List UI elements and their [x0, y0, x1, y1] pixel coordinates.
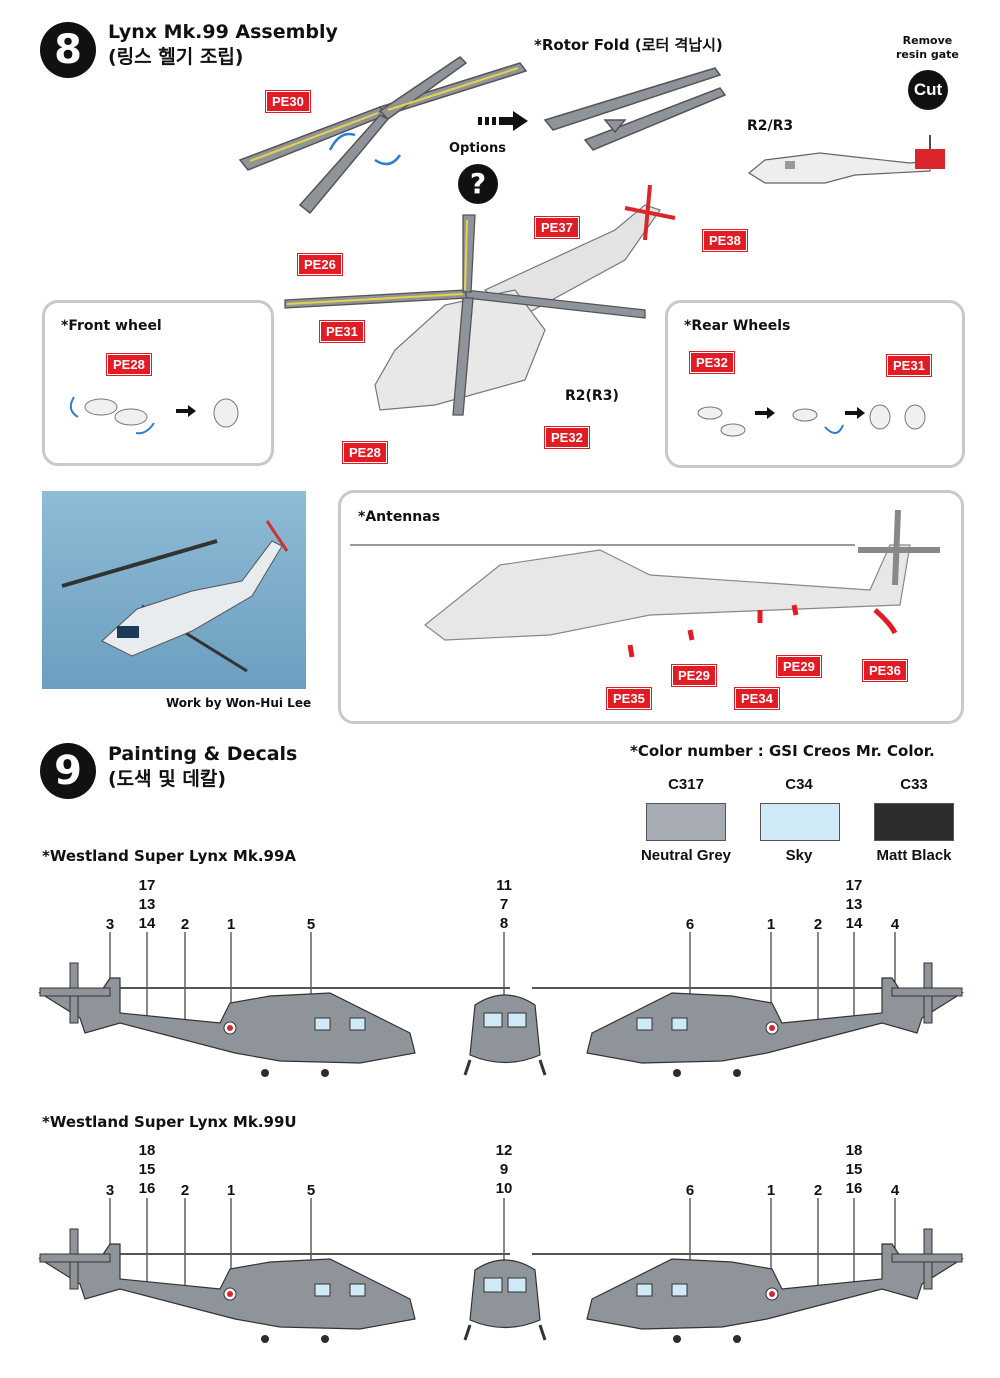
rotor-blades-folded [543, 67, 727, 151]
variant-u-title: *Westland Super Lynx Mk.99U [42, 1113, 297, 1131]
cut-icon: Cut [908, 70, 948, 110]
step-8-title: Lynx Mk.99 Assembly (링스 헬기 조립) [108, 20, 338, 70]
step-8-badge: 8 [40, 22, 96, 78]
antenna-part-tag-pe36: PE36 [863, 660, 907, 681]
color-code-c33: C33 [900, 776, 928, 793]
antenna-part-tag-pe34: PE34 [735, 688, 779, 709]
variant-a-front-view [463, 994, 547, 1076]
variant-a-left-profile [37, 962, 510, 1077]
helicopter-main-assembly [284, 184, 676, 416]
part-tag-pe31-main: PE31 [320, 321, 364, 342]
rotor-fold-label: *Rotor Fold (로터 격납시) [534, 36, 723, 54]
antenna-part-tag-pe29-a: PE29 [672, 665, 716, 686]
variant-a-left-num-stack: 17 13 14 [138, 877, 156, 932]
color-note: *Color number : GSI Creos Mr. Color. [630, 742, 935, 760]
r2r3-main-label: R2(R3) [565, 388, 619, 404]
variant-a-title: *Westland Super Lynx Mk.99A [42, 847, 297, 865]
question-mark-icon: ? [458, 164, 498, 204]
rear-wheels-part-tag-a: PE32 [690, 352, 734, 373]
step-8-title-en: Lynx Mk.99 Assembly [108, 21, 338, 43]
part-tag-pe30: PE30 [266, 91, 310, 112]
front-wheel-title: *Front wheel [61, 318, 162, 334]
variant-u-right-num-4: 4 [890, 1182, 900, 1199]
variant-u-right-num-stack: 18 15 16 [845, 1142, 863, 1197]
step-9-title-en: Painting & Decals [108, 743, 298, 765]
color-name-sky: Sky [785, 847, 813, 864]
variant-a-right-profile [532, 962, 965, 1077]
variant-a-front-nums: 11 7 8 [496, 877, 512, 932]
rotor-blades-open [238, 56, 528, 215]
rear-wheels-part-tag-b: PE31 [887, 355, 931, 376]
rear-wheels-title: *Rear Wheels [684, 318, 791, 334]
variant-a-right-num-1: 1 [766, 916, 776, 933]
color-name-neutral-grey: Neutral Grey [640, 847, 732, 864]
color-name-matt-black: Matt Black [876, 847, 952, 864]
front-wheel-diagram [69, 396, 239, 435]
part-tag-pe38: PE38 [703, 230, 747, 251]
color-swatch-matt-black [874, 803, 954, 841]
variant-a-right-num-6: 6 [685, 916, 695, 933]
step-9-title: Painting & Decals (도색 및 데칼) [108, 742, 297, 792]
variant-u-right-num-6: 6 [685, 1182, 695, 1199]
variant-a-left-num-3: 3 [105, 916, 115, 933]
step-8-title-kr: (링스 헬기 조립) [108, 46, 244, 68]
variant-a-right-num-4: 4 [890, 916, 900, 933]
variant-u-left-num-3: 3 [105, 1182, 115, 1199]
remove-gate-label: Remove resin gate [896, 34, 959, 61]
front-wheel-part-tag: PE28 [107, 354, 151, 375]
antennas-helicopter-side [350, 509, 940, 658]
variant-u-left-num-2: 2 [180, 1182, 190, 1199]
options-label: Options [449, 141, 506, 156]
rear-wheels-diagram [697, 404, 926, 437]
variant-a-right-num-2: 2 [813, 916, 823, 933]
color-swatch-sky [760, 803, 840, 841]
antenna-part-tag-pe29-b: PE29 [777, 656, 821, 677]
variant-u-right-num-2: 2 [813, 1182, 823, 1199]
variant-u-front-nums: 12 9 10 [495, 1142, 513, 1197]
color-swatch-neutral-grey [646, 803, 726, 841]
variant-u-right-num-1: 1 [766, 1182, 776, 1199]
antennas-title: *Antennas [358, 509, 441, 525]
variant-a-left-num-5: 5 [306, 916, 316, 933]
step-9-title-kr: (도색 및 데칼) [108, 768, 226, 790]
color-code-c34: C34 [785, 776, 813, 793]
step-9-badge: 9 [40, 743, 96, 799]
r2r3-top-label: R2/R3 [747, 118, 794, 134]
variant-u-left-num-1: 1 [226, 1182, 236, 1199]
variant-a-right-num-stack: 17 13 14 [845, 877, 863, 932]
variant-u-front-view [463, 1259, 547, 1341]
variant-u-right-profile [532, 1228, 965, 1343]
part-tag-pe26: PE26 [298, 254, 342, 275]
fold-arrow [478, 111, 528, 131]
rotate-arrows [328, 132, 402, 166]
part-tag-pe28-main: PE28 [343, 442, 387, 463]
variant-u-left-profile [37, 1228, 510, 1343]
variant-a-left-num-1: 1 [226, 916, 236, 933]
photo-credit: Work by Won-Hui Lee [166, 696, 312, 710]
antenna-part-tag-pe35: PE35 [607, 688, 651, 709]
color-code-c317: C317 [668, 776, 704, 793]
part-tag-pe37: PE37 [535, 217, 579, 238]
part-tag-pe32-main: PE32 [545, 427, 589, 448]
rear-wheels-box [665, 300, 965, 468]
variant-u-left-num-stack: 18 15 16 [138, 1142, 156, 1197]
variant-u-left-num-5: 5 [306, 1182, 316, 1199]
helicopter-side-small [747, 135, 945, 184]
helicopter-photo [42, 491, 306, 689]
variant-a-left-num-2: 2 [180, 916, 190, 933]
front-wheel-box [42, 300, 274, 466]
